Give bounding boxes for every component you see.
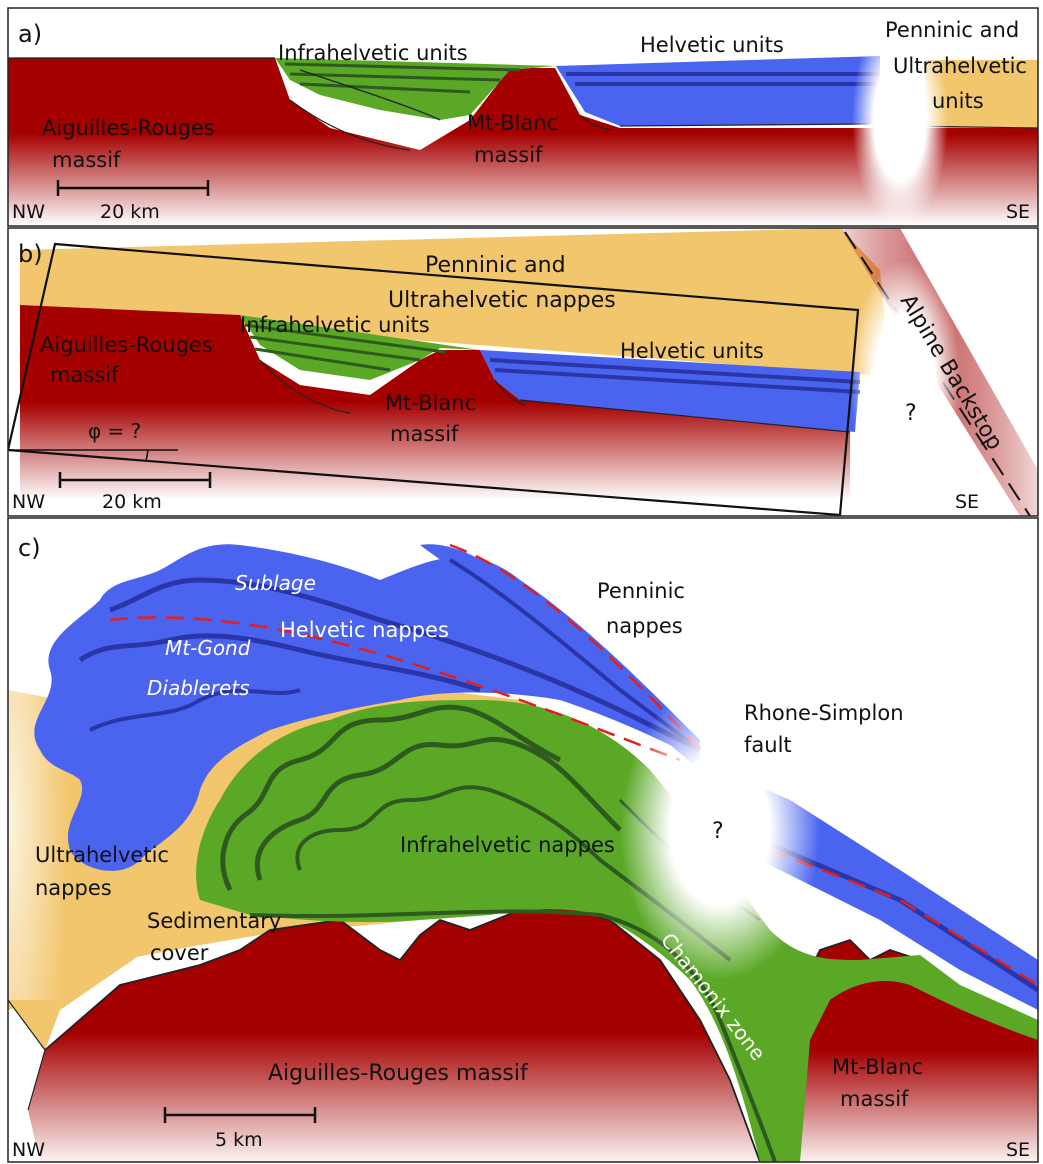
nw-label-b: NW (12, 491, 45, 513)
se-label-a: SE (1006, 201, 1030, 223)
label-question-c: ? (712, 819, 724, 844)
label-mtblanc-c-2: massif (840, 1087, 909, 1111)
label-mt-gond: Mt-Gond (165, 636, 251, 660)
label-rhone-2: fault (744, 733, 792, 757)
label-question-b: ? (905, 401, 917, 426)
se-label-c: SE (1006, 1139, 1030, 1161)
label-rhone-1: Rhone-Simplon (744, 701, 904, 725)
label-ultrahelvetic-1: Ultrahelvetic (35, 843, 169, 867)
se-label-b: SE (955, 491, 979, 513)
label-penninic-a-1: Penninic and (885, 18, 1019, 42)
label-penninic-a-2: Ultrahelvetic (893, 54, 1027, 78)
label-penninic-a-3: units (932, 89, 984, 113)
label-penninic-c-1: Penninic (597, 579, 685, 603)
label-mtblanc-a-2: massif (474, 143, 543, 167)
label-helvetic-nappes: Helvetic nappes (280, 618, 449, 642)
label-infrahelvetic-a: Infrahelvetic units (278, 41, 468, 65)
label-mtblanc-c-1: Mt-Blanc (832, 1055, 923, 1079)
scale-label-a: 20 km (100, 201, 160, 223)
label-aiguilles-a-2: massif (52, 148, 121, 172)
nw-label-a: NW (12, 201, 45, 223)
label-penninic-c-2: nappes (606, 614, 683, 638)
gap-fade-a (852, 10, 948, 230)
label-helvetic-a: Helvetic units (640, 33, 784, 57)
scale-label-c: 5 km (215, 1129, 263, 1151)
label-ultrahelvetic-2: nappes (35, 876, 112, 900)
label-helvetic-b: Helvetic units (620, 339, 764, 363)
label-sedimentary-1: Sedimentary (147, 909, 281, 933)
label-mtblanc-b-2: massif (390, 422, 459, 446)
label-aiguilles-a-1: Aiguilles-Rouges (42, 116, 215, 140)
panel-a-letter: a) (18, 20, 42, 48)
nw-label-c: NW (12, 1139, 45, 1161)
label-mtblanc-a-1: Mt-Blanc (467, 111, 558, 135)
label-diablerets: Diablerets (147, 676, 250, 700)
label-aiguilles-b-2: massif (50, 363, 119, 387)
label-infrahelvetic-b: Infrahelvetic units (240, 313, 430, 337)
label-penninic-b-2: Ultrahelvetic nappes (388, 288, 616, 313)
label-aiguilles-rouges-c: Aiguilles-Rouges massif (268, 1061, 529, 1086)
label-mtblanc-b-1: Mt-Blanc (385, 391, 476, 415)
label-phi: φ = ? (88, 419, 141, 443)
helvetic-units-a (556, 56, 880, 126)
label-sublage: Sublage (235, 571, 316, 595)
label-aiguilles-b-1: Aiguilles-Rouges (40, 333, 213, 357)
panel-b-letter: b) (18, 240, 43, 268)
panel-c-letter: c) (18, 534, 41, 562)
label-penninic-b-1: Penninic and (425, 253, 566, 278)
label-sedimentary-2: cover (150, 941, 209, 965)
label-infrahelvetic-nappes: Infrahelvetic nappes (400, 833, 615, 857)
scale-label-b: 20 km (102, 491, 162, 513)
